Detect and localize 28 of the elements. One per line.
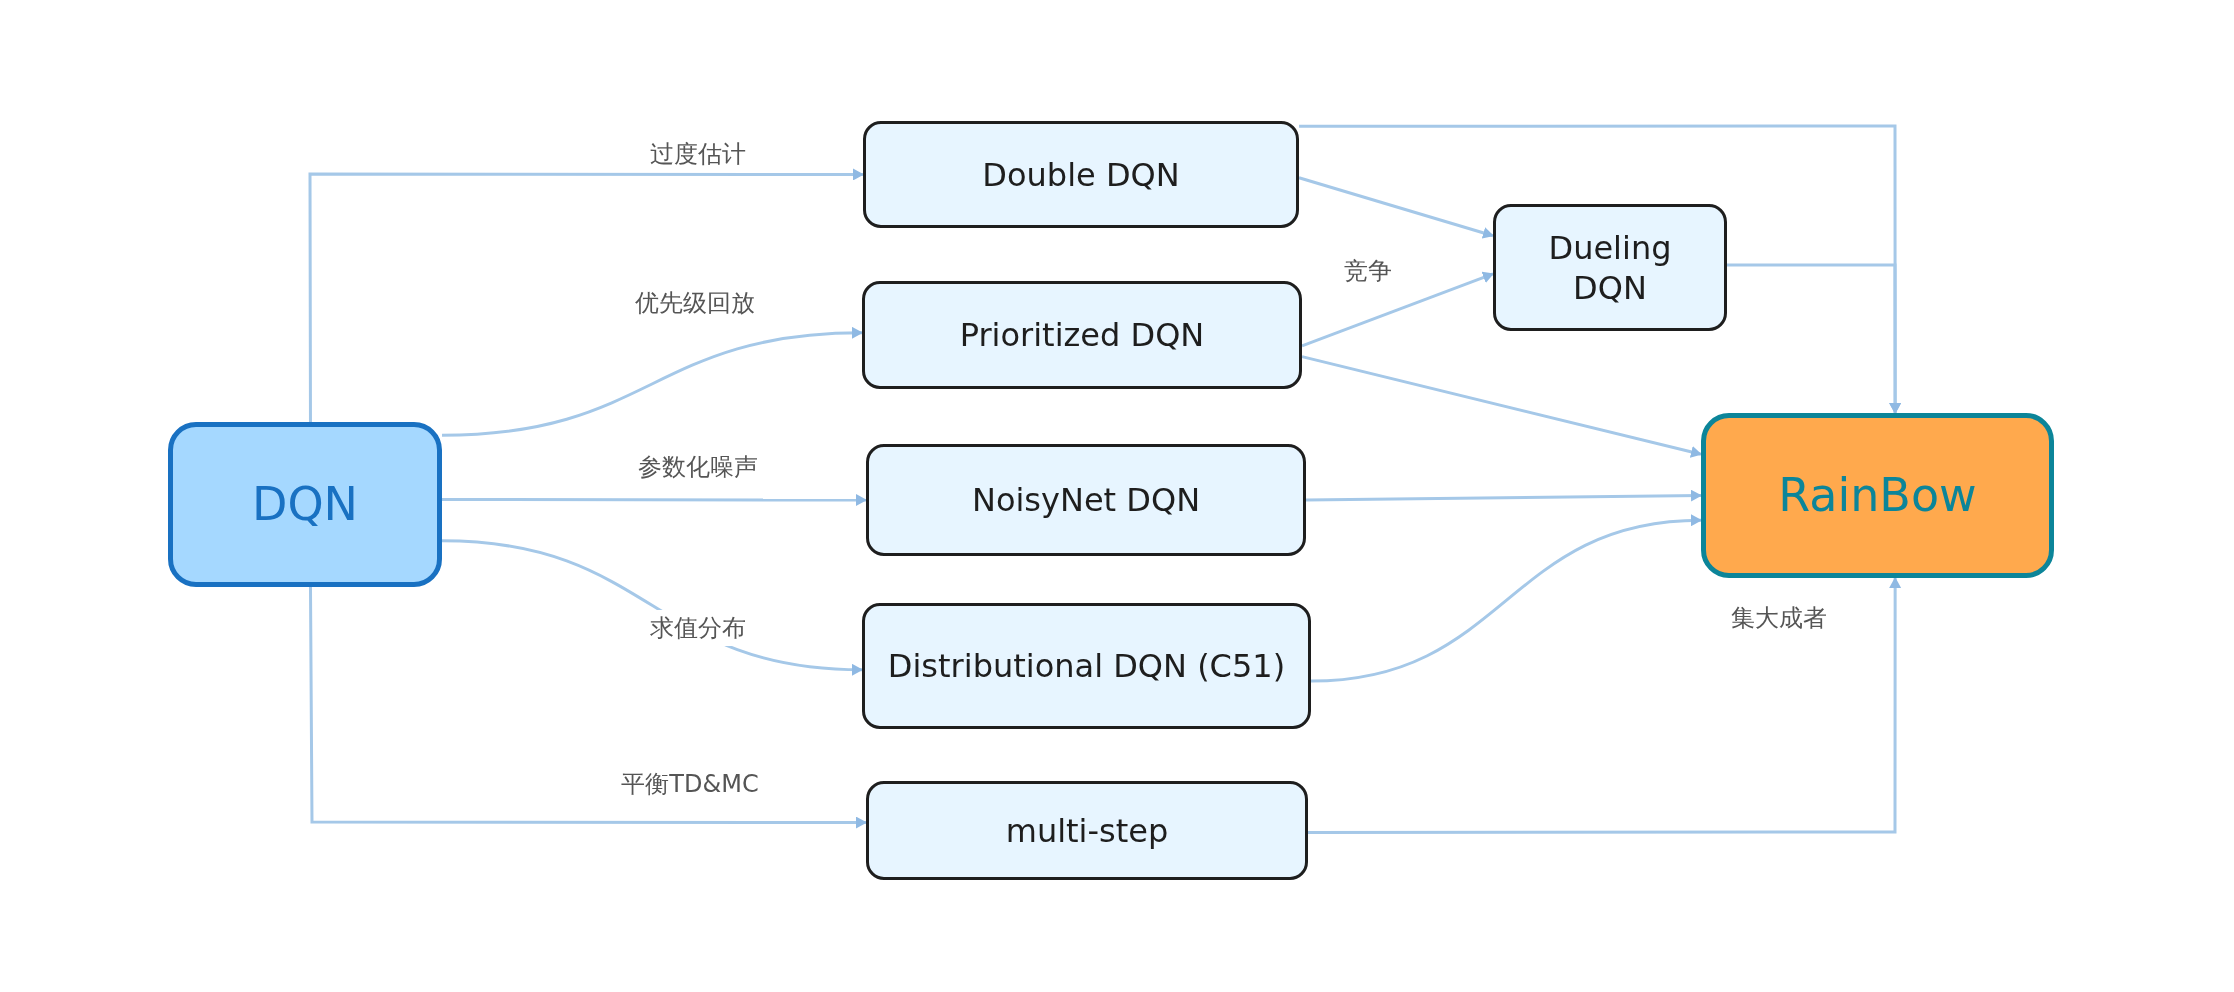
node-label: Dueling DQN bbox=[1547, 227, 1673, 308]
process-box bbox=[862, 281, 1302, 389]
process-box bbox=[1701, 413, 2054, 578]
node-caption: 集大成者 bbox=[1731, 603, 1827, 634]
arrow bbox=[442, 494, 867, 506]
arrow bbox=[1301, 271, 1494, 348]
process-box bbox=[863, 121, 1299, 228]
node-label: RainBow bbox=[1778, 466, 1977, 524]
process-box bbox=[168, 422, 442, 587]
arrow bbox=[441, 327, 863, 437]
node-label: NoisyNet DQN bbox=[971, 480, 1201, 520]
arrow bbox=[1310, 514, 1702, 683]
process-box bbox=[1493, 204, 1727, 331]
arrow bbox=[1308, 577, 1902, 834]
node-label: DQN bbox=[251, 475, 358, 533]
process-box bbox=[866, 444, 1306, 556]
arrow bbox=[1301, 355, 1702, 458]
arrow bbox=[1306, 489, 1702, 502]
node-label: multi-step bbox=[1005, 810, 1169, 851]
node-label: Distributional DQN (C51) bbox=[887, 646, 1286, 686]
node-label: Double DQN bbox=[982, 154, 1180, 195]
arrow bbox=[1298, 176, 1494, 239]
process-box bbox=[866, 781, 1308, 880]
arrow bbox=[1727, 263, 1902, 414]
node-label: Prioritized DQN bbox=[959, 315, 1205, 355]
arrow bbox=[308, 168, 864, 422]
process-box bbox=[862, 603, 1311, 729]
arrow bbox=[309, 587, 867, 829]
